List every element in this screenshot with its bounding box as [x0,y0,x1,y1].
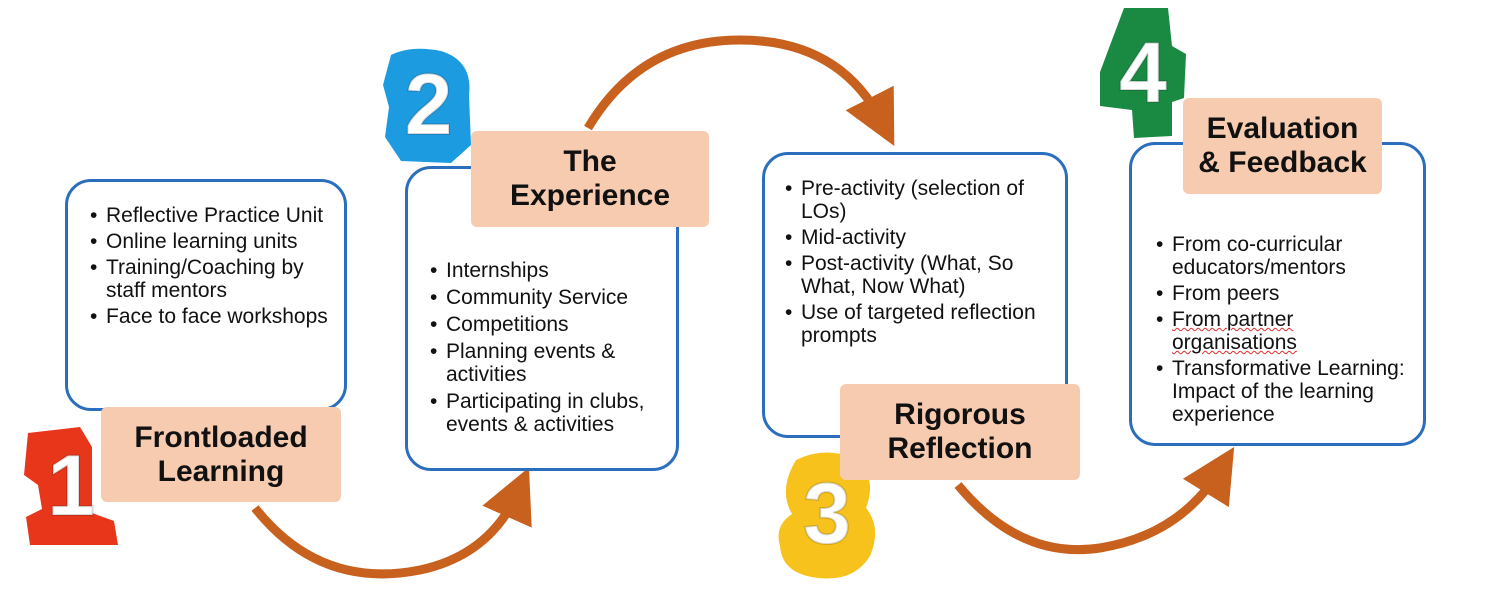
step-3-title: Rigorous Reflection [840,384,1080,480]
arrow-2-to-3 [584,35,895,147]
list-item: From partner organisations [1156,308,1413,354]
arrow-1-to-2 [251,467,532,579]
list-item: Transformative Learning: Impact of the l… [1156,357,1413,426]
step-3-number: 3 [802,465,852,563]
badge-shape-icon [383,48,471,163]
list-item: Internships [430,259,666,282]
list-item-text: From co-curricular educators/mentors [1172,233,1346,279]
list-item: Use of targeted reflection prompts [785,301,1055,347]
step-3-number-badge: 3 [774,446,880,582]
arrow-3-to-4 [954,447,1235,555]
list-item: Face to face workshops [90,305,332,328]
list-item-text: From partner organisations [1172,308,1297,354]
step-4-title: Evaluation & Feedback [1183,98,1382,194]
step-2-number-badge: 2 [381,45,476,165]
step-4-number: 4 [1118,24,1168,122]
step-2-number: 2 [404,56,454,154]
list-item: Competitions [430,313,666,336]
step-4-list: From co-curricular educators/mentors Fro… [1156,233,1413,426]
step-4-number-badge: 4 [1098,6,1188,140]
step-1-box: Reflective Practice Unit Online learning… [65,179,347,411]
list-item: Mid-activity [785,226,1055,249]
list-item: Planning events & activities [430,340,666,386]
list-item: Reflective Practice Unit [90,204,332,227]
list-item: From peers [1156,282,1413,305]
list-item: Pre-activity (selection of LOs) [785,177,1055,223]
badge-shape-icon [778,452,876,579]
list-item: Online learning units [90,230,332,253]
step-3-list: Pre-activity (selection of LOs) Mid-acti… [785,177,1055,347]
badge-shape-icon [1100,8,1186,138]
badge-shape-icon [24,427,118,545]
list-item: From co-curricular educators/mentors [1156,233,1413,279]
step-1-list: Reflective Practice Unit Online learning… [90,204,332,328]
list-item: Community Service [430,286,666,309]
list-item: Post-activity (What, So What, Now What) [785,252,1055,298]
step-1-number-badge: 1 [22,425,120,547]
step-1-number: 1 [46,437,96,535]
step-2-title: The Experience [471,131,709,227]
step-1-title: Frontloaded Learning [101,407,341,502]
list-item: Training/Coaching by staff mentors [90,256,332,302]
step-2-list: Internships Community Service Competitio… [430,259,666,436]
list-item: Participating in clubs, events & activit… [430,390,666,436]
